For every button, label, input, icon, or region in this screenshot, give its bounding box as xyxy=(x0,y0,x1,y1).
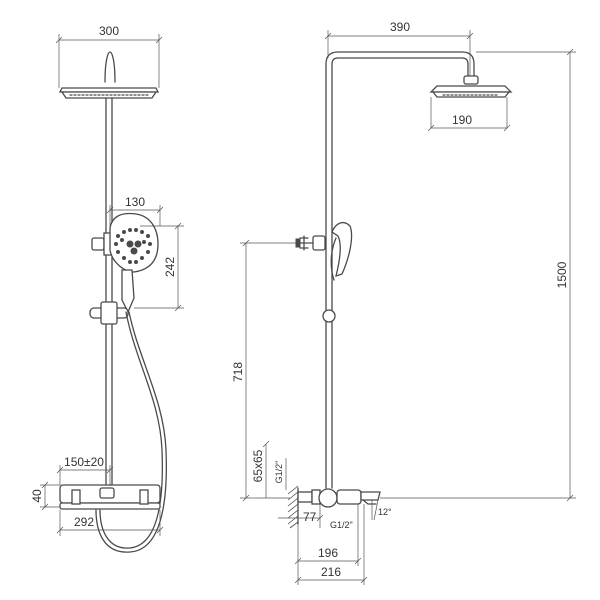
diverter-knob-front xyxy=(91,232,115,256)
inlet-depth-label: 77 xyxy=(303,510,317,524)
total-height-label: 1500 xyxy=(555,261,569,288)
hand-shower-front xyxy=(109,212,159,314)
shower-arm-side xyxy=(325,51,479,121)
mixer-spacing-label: 150±20 xyxy=(64,455,104,469)
hand-shower-width-label: 130 xyxy=(125,195,145,209)
dim-angle: 12° xyxy=(371,499,392,521)
diverter-side xyxy=(295,235,326,251)
escutcheon-size-label: 65x65 xyxy=(251,449,265,482)
mixer-depth-label: 196 xyxy=(318,546,338,560)
rain-shower-head-side xyxy=(429,85,513,98)
front-view: 300 xyxy=(30,24,184,553)
head-diameter-label: 190 xyxy=(452,113,472,127)
mixer-height-label: 40 xyxy=(30,489,44,503)
inlet-thread-vertical-label: G1/2" xyxy=(274,461,284,484)
slide-holder-front xyxy=(89,301,129,325)
dim-mixer: 150±20 40 292 xyxy=(30,455,164,536)
dim-inlet-depth: 77 G1/2" xyxy=(278,504,353,585)
side-view: 390 190 1500 xyxy=(231,20,576,585)
dim-overall-depth: 216 xyxy=(294,504,368,585)
arm-reach-label: 390 xyxy=(390,20,410,34)
dim-head-width: 300 xyxy=(55,24,163,88)
riser-pipe-side xyxy=(325,119,333,489)
dim-arm-reach: 390 xyxy=(324,20,474,76)
head-width-label: 300 xyxy=(99,24,119,38)
dim-head-diameter: 190 xyxy=(427,97,511,132)
wall-hatching xyxy=(287,485,299,529)
shower-hose-front xyxy=(95,311,167,553)
hand-shower-height-label: 242 xyxy=(163,257,177,277)
thermostatic-mixer-side xyxy=(297,488,381,508)
dim-hand-shower: 130 242 xyxy=(106,195,184,312)
hand-shower-side xyxy=(330,221,353,281)
dim-outlet-height: 718 xyxy=(231,239,296,502)
mixer-width-label: 292 xyxy=(74,515,94,529)
outlet-height-label: 718 xyxy=(231,362,245,382)
dim-mixer-depth: 196 xyxy=(294,504,362,566)
dim-escutcheon: 65x65 G1/2" xyxy=(251,440,287,498)
angle-label: 12° xyxy=(378,507,392,517)
dim-total-height: 1500 xyxy=(380,48,576,502)
slide-holder-side xyxy=(322,309,336,323)
spray-nozzles xyxy=(114,228,152,264)
riser-pipe-front xyxy=(105,97,113,486)
overall-depth-label: 216 xyxy=(321,565,341,579)
inlet-thread-bottom-label: G1/2" xyxy=(330,520,353,530)
rain-shower-head-front xyxy=(58,51,160,99)
thermostatic-mixer-front xyxy=(59,484,161,510)
